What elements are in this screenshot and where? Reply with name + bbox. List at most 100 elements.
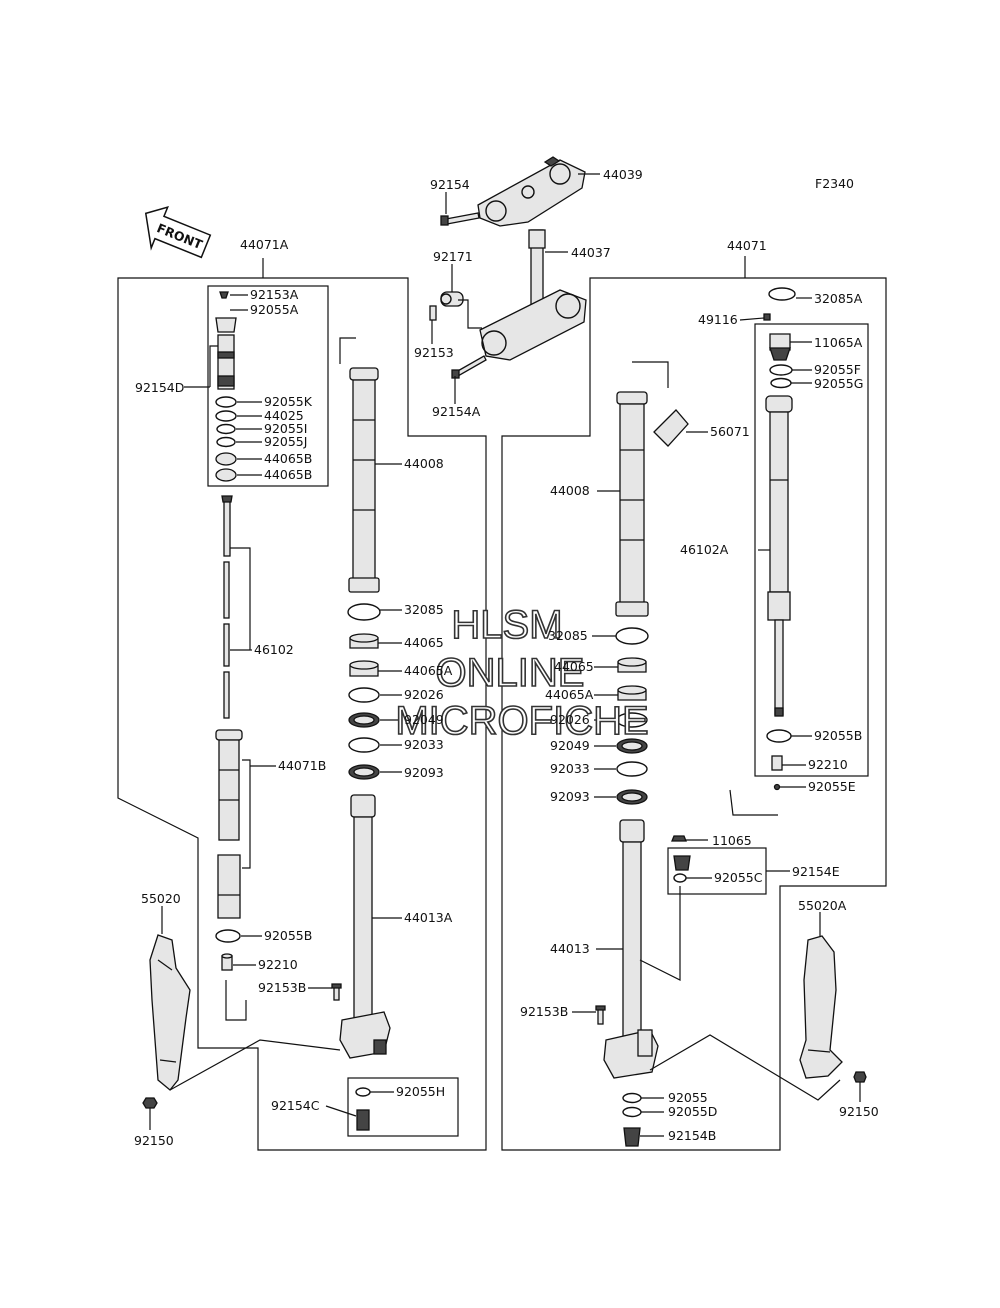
part-label-44071a: 44071A [240, 237, 289, 252]
part-label-32085a: 32085A [814, 291, 863, 306]
watermark-line-3: MICROFICHE [395, 699, 648, 743]
bolt-92150-left [142, 1097, 158, 1109]
part-label-92055a: 92055A [250, 302, 299, 317]
bolt-92153-top [429, 305, 437, 321]
oring-92055D [622, 1106, 642, 1118]
part-label-92055f: 92055F [814, 362, 861, 377]
part-label-92153: 92153 [414, 345, 454, 360]
part-label-46102a: 46102A [680, 542, 729, 557]
part-label-92154: 92154 [430, 177, 470, 192]
right-fork-guard [799, 935, 843, 1079]
part-label-92153b: 92153B [520, 1004, 568, 1019]
part-label-92055j: 92055J [264, 434, 307, 449]
part-label-92093: 92093 [404, 765, 444, 780]
part-label-55020a: 55020A [798, 898, 847, 913]
valve-11065 [671, 835, 687, 842]
front-arrow-icon: FRONT [144, 205, 212, 259]
cap-11065A [763, 313, 791, 361]
part-label-44008: 44008 [550, 483, 590, 498]
drain-92154B [623, 1127, 641, 1147]
part-label-92026: 92026 [404, 687, 444, 702]
left-fork-guard [149, 934, 191, 1091]
left-damper-rod [221, 495, 251, 719]
part-label-44013a: 44013A [404, 910, 453, 925]
right-fork-outline [501, 256, 887, 1151]
watermark-line-1: HLSM [451, 603, 562, 647]
bolt-92150-right [853, 1071, 867, 1083]
drain-92154C [356, 1109, 370, 1131]
part-label-92055h: 92055H [396, 1084, 445, 1099]
left-outer-tube [339, 337, 380, 593]
part-label-92033: 92033 [404, 737, 444, 752]
part-label-92153a: 92153A [250, 287, 299, 302]
plug-92210-right [771, 755, 783, 771]
part-label-92055b: 92055B [264, 928, 312, 943]
part-label-44037: 44037 [571, 245, 611, 260]
ring-32085A [768, 287, 796, 301]
diagram-code: F2340 [815, 176, 854, 191]
part-label-92154e: 92154E [792, 864, 840, 879]
right-outer-tube [615, 361, 669, 617]
part-label-92093: 92093 [550, 789, 590, 804]
part-label-44071b: 44071B [278, 758, 326, 773]
part-label-92171: 92171 [433, 249, 473, 264]
label-56071 [653, 409, 689, 447]
leader-lines [149, 173, 861, 1137]
part-label-92055k: 92055K [264, 394, 313, 409]
left-cartridge-parts [215, 291, 237, 482]
part-label-92153b: 92153B [258, 980, 306, 995]
plug-92210-left [221, 953, 233, 971]
part-label-92055i: 92055I [264, 421, 307, 436]
part-label-46102: 46102 [254, 642, 294, 657]
part-label-44071: 44071 [727, 238, 767, 253]
steering-stem-44037 [479, 229, 587, 361]
part-label-44039: 44039 [603, 167, 643, 182]
part-label-92154a: 92154A [432, 404, 481, 419]
part-label-44065: 44065 [404, 635, 444, 650]
part-label-92154b: 92154B [668, 1128, 716, 1143]
left-seals-bushings [347, 603, 381, 780]
part-label-32085: 32085 [548, 628, 588, 643]
oring-92055B-left [215, 929, 241, 943]
right-cartridge-box [754, 323, 869, 777]
part-label-92055c: 92055C [714, 870, 763, 885]
clamp-92171 [440, 291, 464, 307]
left-fork-outline [117, 258, 487, 1151]
part-label-44008: 44008 [404, 456, 444, 471]
left-cartridge-box [207, 285, 329, 487]
bolt-92154 [440, 212, 480, 226]
part-label-44013: 44013 [550, 941, 590, 956]
part-label-92055g: 92055G [814, 376, 863, 391]
oring-92055B-right [766, 729, 792, 743]
part-label-92055e: 92055E [808, 779, 856, 794]
part-label-92210: 92210 [258, 957, 298, 972]
part-label-32085: 32085 [404, 602, 444, 617]
oring-92055 [622, 1092, 642, 1104]
part-label-92055: 92055 [668, 1090, 708, 1105]
part-label-44065: 44065 [554, 659, 594, 674]
part-label-11065: 11065 [712, 833, 752, 848]
bolt-92154A [451, 355, 487, 379]
part-label-55020: 55020 [141, 891, 181, 906]
part-label-92033: 92033 [550, 761, 590, 776]
part-label-92055d: 92055D [668, 1104, 717, 1119]
right-inner-tube [595, 819, 659, 1079]
part-label-56071: 56071 [710, 424, 750, 439]
part-label-44065a: 44065A [545, 687, 594, 702]
part-label-92154d: 92154D [135, 380, 184, 395]
part-label-92154c: 92154C [271, 1098, 320, 1113]
left-bottom-box [347, 1077, 459, 1137]
oring-92055H [355, 1087, 371, 1097]
right-cartridge [765, 395, 793, 717]
left-cylinder-44071B [215, 729, 251, 919]
part-label-44025: 44025 [264, 408, 304, 423]
part-number-labels: 44039 92154 44037 92171 92153 92154A 44071A 921… [134, 167, 879, 1148]
part-label-92049: 92049 [404, 712, 444, 727]
part-label-11065a: 11065A [814, 335, 863, 350]
part-label-92210: 92210 [808, 757, 848, 772]
watermark-line-2: ONLINE [436, 651, 585, 695]
part-label-44065b: 44065B [264, 467, 312, 482]
right-seals-bushings [615, 627, 649, 805]
part-label-92150: 92150 [839, 1104, 879, 1119]
